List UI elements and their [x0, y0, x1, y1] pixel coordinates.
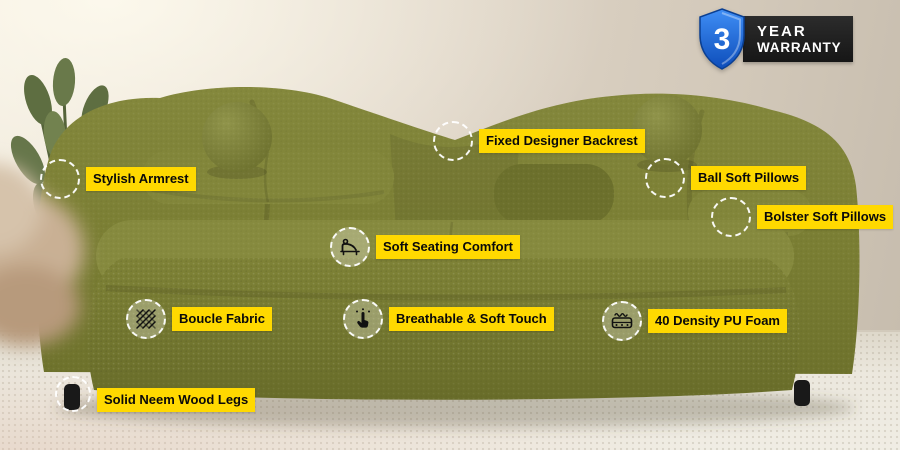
- warranty-line2: WARRANTY: [757, 39, 842, 55]
- feature-label-text: Bolster Soft Pillows: [757, 204, 894, 230]
- bolster-pillow-target-circle-icon: [711, 197, 751, 237]
- feature-label-soft-seating-comfort: Soft Seating Comfort: [330, 227, 520, 267]
- feature-label-40-density-pu-foam: 40 Density PU Foam: [602, 301, 787, 341]
- feature-label-text: Solid Neem Wood Legs: [97, 387, 256, 412]
- feature-label-text: Boucle Fabric: [172, 306, 272, 332]
- shield-icon: 3: [699, 8, 745, 70]
- feature-label-boucle-fabric: Boucle Fabric: [126, 299, 272, 339]
- feature-label-breathable-soft-touch: Breathable & Soft Touch: [343, 299, 554, 339]
- feature-label-solid-neem-wood-legs: Solid Neem Wood Legs: [55, 376, 256, 412]
- warranty-line1: YEAR: [757, 22, 807, 40]
- foreground-chair: [0, 163, 84, 346]
- feature-label-text: Breathable & Soft Touch: [389, 306, 554, 332]
- backrest-target-circle-icon: [433, 121, 473, 161]
- feature-label-text: Ball Soft Pillows: [691, 165, 807, 191]
- feature-label-text: Soft Seating Comfort: [376, 234, 520, 260]
- armrest-target-circle-icon: [40, 159, 80, 199]
- feature-label-ball-soft-pillows: Ball Soft Pillows: [645, 158, 807, 198]
- sofa: [36, 87, 860, 410]
- feature-label-fixed-designer-backrest: Fixed Designer Backrest: [433, 121, 645, 161]
- lounge-seat-icon: [330, 227, 370, 267]
- feature-label-text: Fixed Designer Backrest: [479, 128, 645, 154]
- wood-leg-target-circle-icon: [55, 376, 91, 412]
- feature-label-stylish-armrest: Stylish Armrest: [40, 159, 196, 199]
- feature-label-text: Stylish Armrest: [86, 166, 196, 192]
- sofa-leg-right: [794, 380, 810, 406]
- soft-touch-hand-icon: [343, 299, 383, 339]
- fabric-weave-icon: [126, 299, 166, 339]
- warranty-badge: 3 YEAR WARRANTY: [698, 8, 854, 70]
- ball-pillow-target-circle-icon: [645, 158, 685, 198]
- feature-label-text: 40 Density PU Foam: [648, 308, 787, 334]
- warranty-years: 3: [714, 23, 731, 56]
- warranty-plate: YEAR WARRANTY: [743, 16, 854, 62]
- foam-layers-icon: [602, 301, 642, 341]
- feature-label-bolster-soft-pillows: Bolster Soft Pillows: [711, 197, 894, 237]
